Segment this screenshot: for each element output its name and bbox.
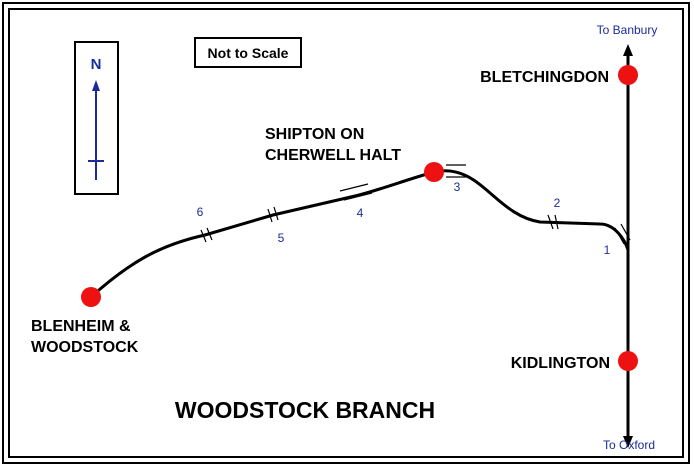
north-label: N xyxy=(91,56,102,73)
station-bletchingdon-marker xyxy=(618,65,638,85)
station-blenheim-label-1: BLENHEIM & xyxy=(31,318,131,335)
arrow-north-icon xyxy=(623,44,633,56)
bridge-5-mark xyxy=(267,206,279,223)
bridge-4-label: 4 xyxy=(357,206,364,220)
station-blenheim-label-2: WOODSTOCK xyxy=(31,339,139,356)
station-kidlington-marker xyxy=(618,351,638,371)
station-kidlington-label: KIDLINGTON xyxy=(511,355,610,372)
north-arrow-head xyxy=(92,80,100,91)
bridge-2-label: 2 xyxy=(554,196,561,210)
direction-south-label: To Oxford xyxy=(603,438,655,452)
station-shipton-marker xyxy=(424,162,444,182)
bridge-2-mark xyxy=(547,214,559,230)
station-blenheim-marker xyxy=(81,287,101,307)
bridge-3-mark xyxy=(446,164,466,178)
bridge-6-mark xyxy=(200,227,213,243)
station-shipton-label-1: SHIPTON ON xyxy=(265,126,364,143)
map-title: WOODSTOCK BRANCH xyxy=(175,397,435,423)
branch-line xyxy=(89,169,630,299)
bridge-1-label: 1 xyxy=(604,243,611,257)
bridge-5-label: 5 xyxy=(278,231,285,245)
bridge-1-mark xyxy=(614,223,631,245)
bridge-6-label: 6 xyxy=(197,205,204,219)
bridge-4-mark xyxy=(339,183,373,201)
outer-frame xyxy=(2,2,690,464)
station-bletchingdon-label: BLETCHINGDON xyxy=(480,69,609,86)
bridge-marks xyxy=(200,164,631,245)
direction-north-label: To Banbury xyxy=(597,23,658,37)
inner-frame xyxy=(8,8,684,458)
scale-note: Not to Scale xyxy=(208,45,289,61)
scale-note-box xyxy=(194,37,302,68)
arrow-south-icon xyxy=(623,436,633,448)
north-arrow: N xyxy=(74,41,119,195)
station-shipton-label-2: CHERWELL HALT xyxy=(265,147,401,164)
bridge-3-label: 3 xyxy=(454,180,461,194)
